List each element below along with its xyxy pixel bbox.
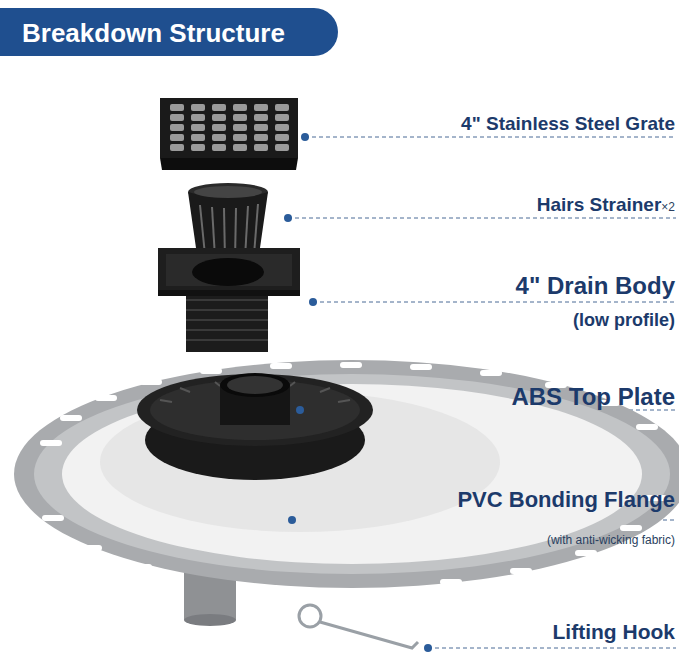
part-label: 4" Stainless Steel Grate: [461, 113, 675, 135]
grate-illustration: [160, 98, 298, 170]
hook-illustration: [299, 605, 418, 648]
part-label: Lifting Hook: [553, 620, 675, 644]
leader-dot: [301, 133, 309, 141]
leader-dot: [288, 516, 296, 524]
part-label: ABS Top Plate: [511, 383, 675, 411]
label-row: (low profile): [573, 310, 675, 331]
leader-dot: [296, 406, 304, 414]
part-label: PVC Bonding Flange: [457, 487, 675, 513]
flange-illustration: [14, 360, 679, 626]
label-row: 4" Drain Body: [516, 272, 675, 300]
label-row: PVC Bonding Flange: [457, 487, 675, 513]
part-label: (with anti-wicking fabric): [547, 533, 675, 547]
label-row: 4" Stainless Steel Grate: [461, 113, 675, 135]
part-label: 4" Drain Body: [516, 272, 675, 300]
label-row: Hairs Strainer×2: [537, 194, 675, 216]
label-row: ABS Top Plate: [511, 383, 675, 411]
leader-dot: [424, 644, 432, 652]
title: Breakdown Structure: [22, 18, 285, 49]
part-label: Hairs Strainer: [537, 194, 662, 216]
part-label: ×2: [661, 200, 675, 214]
leader-dot: [309, 298, 317, 306]
part-label: (low profile): [573, 310, 675, 331]
drain-body-illustration: [158, 248, 300, 352]
leader-dot: [284, 214, 292, 222]
label-row: (with anti-wicking fabric): [547, 530, 675, 548]
label-row: Lifting Hook: [553, 620, 675, 644]
